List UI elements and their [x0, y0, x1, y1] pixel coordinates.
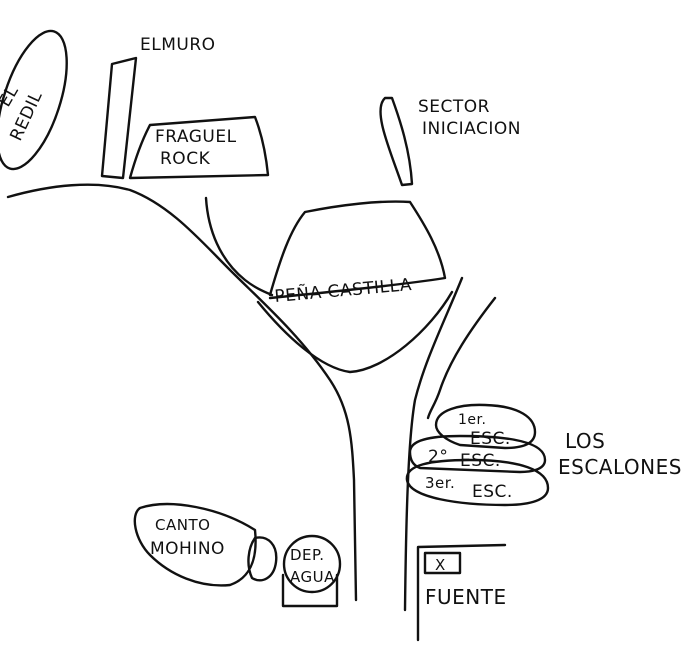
trail-east — [403, 276, 464, 612]
label-sector-iniciacion-2: INICIACION — [422, 119, 521, 139]
sector-pena-castilla-outline — [268, 200, 447, 300]
water-tank-circle — [282, 534, 342, 594]
label-fuente: FUENTE — [425, 585, 507, 609]
label-3er: 3er. — [425, 474, 455, 492]
label-1er-esc: ESC. — [470, 429, 511, 449]
sector-3er-escalon-outline — [405, 458, 550, 507]
label-canto: CANTO — [155, 516, 210, 534]
label-mohino: MOHINO — [150, 539, 225, 559]
label-el-muro: ELMURO — [140, 35, 216, 55]
sector-canto-mohino-outline — [133, 502, 257, 587]
label-fraguel-rock-1: FRAGUEL — [155, 127, 237, 147]
label-2o: 2° — [428, 447, 448, 467]
sector-1er-escalon-outline — [434, 403, 537, 450]
label-2o-esc: ESC. — [460, 451, 501, 471]
label-los: LOS — [565, 429, 605, 453]
label-1er: 1er. — [458, 412, 486, 428]
trail-branch-pena — [204, 196, 274, 297]
pena-castilla-base — [256, 290, 454, 374]
trail-east-2 — [426, 296, 497, 420]
label-pena-castilla: PEÑA CASTILLA — [274, 273, 413, 307]
sector-el-redil-outline — [0, 29, 68, 171]
water-tank-base — [281, 573, 339, 608]
label-sector-iniciacion-1: SECTOR — [418, 97, 490, 117]
fuente-boundary — [416, 543, 507, 642]
label-dep: DEP. — [290, 546, 325, 564]
canto-mohino-small-block — [247, 536, 278, 582]
sector-el-muro-outline — [100, 56, 138, 180]
fuente-box — [423, 551, 462, 575]
label-escalones: ESCALONES — [558, 455, 682, 479]
label-agua: AGUA — [290, 568, 335, 586]
label-3er-esc: ESC. — [472, 482, 513, 502]
trail-main-west — [6, 183, 358, 602]
sector-iniciacion-outline — [379, 96, 414, 187]
label-fraguel-rock-2: ROCK — [160, 149, 211, 169]
sector-fraguel-rock-outline — [128, 115, 270, 180]
fuente-x-mark: X — [435, 556, 446, 574]
